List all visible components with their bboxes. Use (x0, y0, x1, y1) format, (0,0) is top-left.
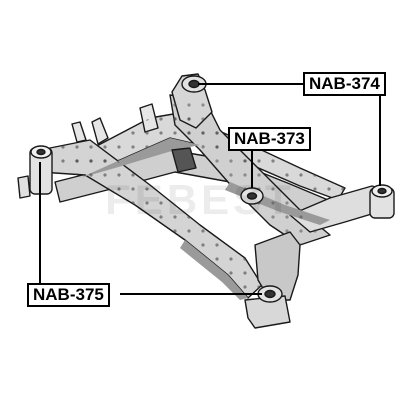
leader-lines (39, 83, 381, 295)
bushing-375-front (257, 285, 283, 303)
watermark: FEBEST (105, 176, 295, 223)
bushing-374-front (369, 184, 395, 219)
callout-nab-375: NAB-375 (27, 283, 110, 307)
center-block (171, 147, 197, 173)
upright-bracket-left (91, 117, 109, 145)
upright-bracket-rear (71, 121, 87, 143)
callout-nab-374: NAB-374 (303, 72, 386, 96)
callout-nab-373: NAB-373 (228, 127, 311, 151)
subframe-body (17, 73, 393, 329)
left-mount-plate (17, 175, 31, 199)
bushing-373 (240, 187, 264, 205)
